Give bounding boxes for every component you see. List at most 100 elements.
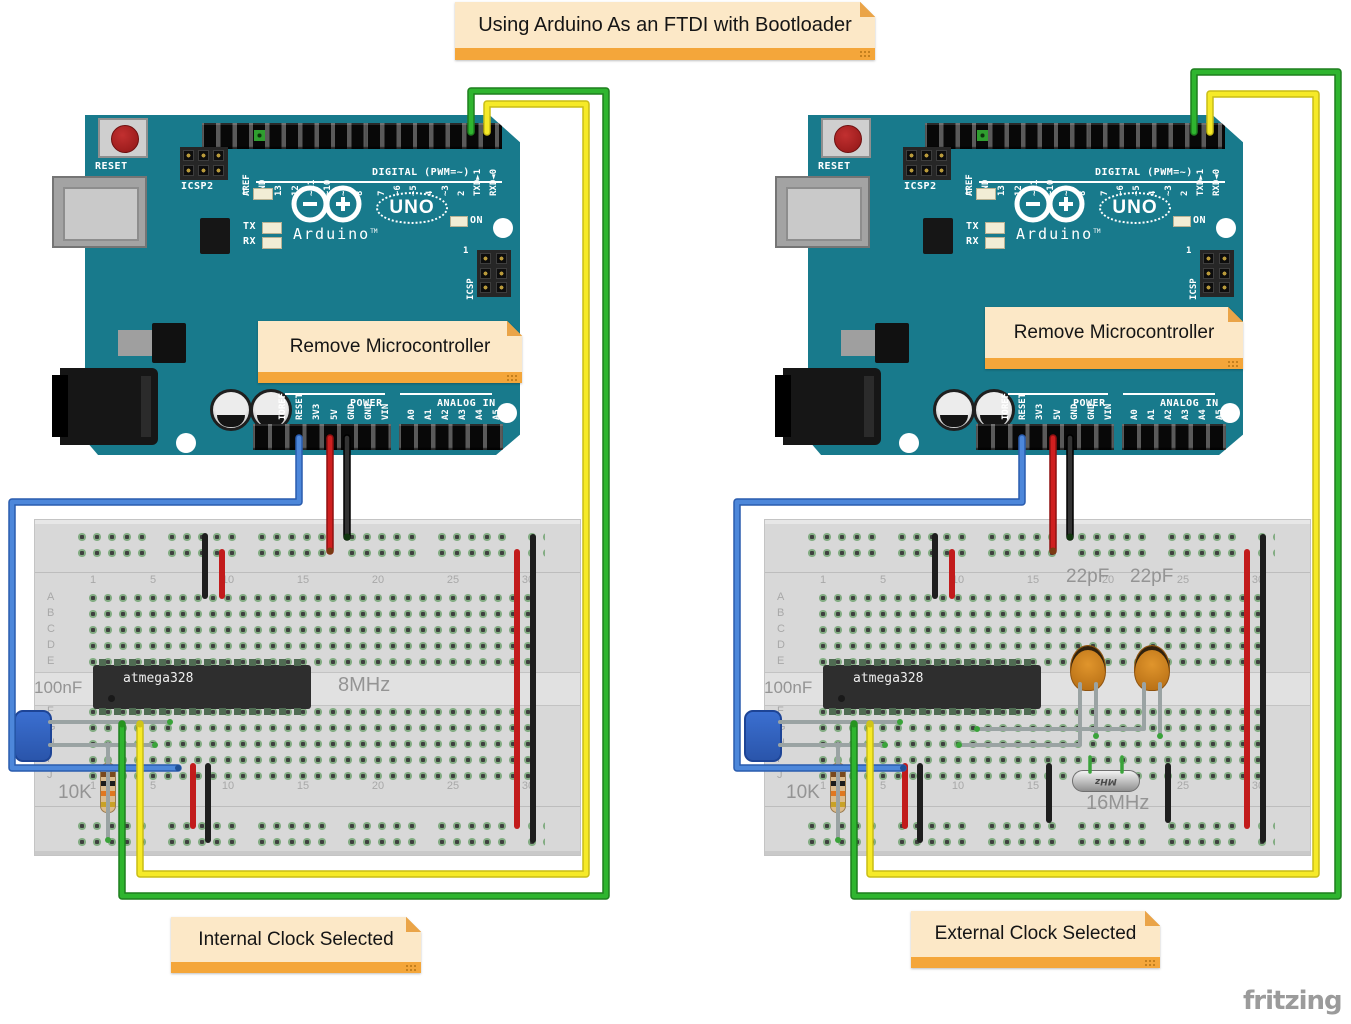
mounting-hole <box>176 433 196 453</box>
column-number: 5 <box>149 780 157 792</box>
reset-button[interactable] <box>821 118 871 158</box>
pin-label: ~3 <box>441 185 451 196</box>
icsp2-label: ICSP2 <box>181 181 214 192</box>
silkscreen-line <box>1008 393 1108 395</box>
silkscreen-line <box>979 181 1225 183</box>
led-l-label: L <box>242 187 249 198</box>
left-reset-wire-blue-core[interactable] <box>9 435 302 771</box>
pin-label: IOREF <box>1001 392 1011 420</box>
pin-label: 2 <box>1180 190 1190 196</box>
column-number: 25 <box>446 780 460 792</box>
reset-button[interactable] <box>98 118 148 158</box>
right-16mhz-crystal[interactable]: MHz <box>1072 770 1140 792</box>
usb-connector <box>52 176 147 248</box>
pin-label: VIN <box>1104 403 1115 420</box>
power-header[interactable] <box>253 424 391 450</box>
left-100nf-capacitor[interactable] <box>14 710 52 762</box>
note-fold <box>1145 911 1160 926</box>
power-header[interactable] <box>976 424 1114 450</box>
silkscreen-line <box>256 181 502 183</box>
external-clock-note[interactable]: External Clock Selected <box>911 911 1160 968</box>
digital-header-right[interactable] <box>366 123 502 149</box>
divider <box>765 572 1310 573</box>
note-text: Remove Microcontroller <box>1013 321 1215 343</box>
reset-label: RESET <box>818 161 851 172</box>
icsp2-header[interactable] <box>180 147 228 180</box>
column-number: 10 <box>221 780 235 792</box>
left-100nf-label: 100nF <box>34 678 83 697</box>
pin-label: 5V <box>329 409 340 420</box>
internal-clock-note[interactable]: Internal Clock Selected <box>171 917 421 973</box>
row-letter: E <box>777 655 785 667</box>
column-number: 1 <box>819 780 827 792</box>
icsp-pin1-label: 1 <box>1186 246 1192 256</box>
column-number: 15 <box>1026 574 1040 586</box>
led-rx <box>262 237 282 249</box>
column-number: 25 <box>446 574 460 586</box>
icsp2-header[interactable] <box>903 147 951 180</box>
right-remove-microcontroller-note[interactable]: Remove Microcontroller <box>985 307 1243 369</box>
fritzing-logo: fritzing <box>1243 986 1343 1016</box>
right-22pf-capacitor-a[interactable] <box>1070 645 1106 691</box>
digital-label: DIGITAL (PWM=~) <box>372 167 470 178</box>
usb-connector <box>775 176 870 248</box>
digital-header-right[interactable] <box>1089 123 1225 149</box>
brand-text: Arduino <box>1016 225 1094 243</box>
pin-label: 7 <box>377 190 387 196</box>
left-8mhz-label: 8MHz <box>338 674 391 696</box>
right-22pf-label-b: 22pF <box>1130 566 1174 587</box>
icsp-label: ICSP <box>466 278 476 300</box>
note-strip <box>455 48 875 60</box>
mounting-hole <box>1216 218 1236 238</box>
right-100nf-label: 100nF <box>764 678 813 697</box>
gnd-socket <box>254 130 265 141</box>
uno-badge: UNO <box>1099 192 1171 224</box>
right-tx-wire-green-core[interactable] <box>851 69 1341 899</box>
right-atmega328-chip[interactable]: atmega328 <box>823 659 1041 715</box>
icsp-label: ICSP <box>1189 278 1199 300</box>
left-rx-wire-yellow-core[interactable] <box>137 101 589 877</box>
chip-pin1-dot <box>108 695 115 702</box>
electrolytic-capacitor <box>210 389 252 431</box>
right-22pf-capacitor-b[interactable] <box>1134 645 1170 691</box>
pin-label: 3V3 <box>1035 403 1046 420</box>
note-fold <box>507 321 522 336</box>
pin-label: 3V3 <box>312 403 323 420</box>
led-l <box>253 188 273 200</box>
right-100nf-capacitor[interactable] <box>744 710 782 762</box>
power-jack <box>775 368 881 445</box>
voltage-regulator <box>875 323 909 363</box>
power-label: POWER <box>350 398 383 409</box>
digital-header-left[interactable] <box>925 123 1089 149</box>
title-note[interactable]: Using Arduino As an FTDI with Bootloader <box>455 2 875 60</box>
right-reset-wire-blue-core[interactable] <box>734 435 1025 771</box>
title-text: Using Arduino As an FTDI with Bootloader <box>478 13 852 36</box>
left-atmega328-chip[interactable]: atmega328 <box>93 659 311 715</box>
analog-header[interactable] <box>399 424 503 450</box>
icsp-header[interactable] <box>477 250 511 297</box>
mounting-hole <box>493 218 513 238</box>
pin-label: A1 <box>1147 409 1157 420</box>
column-number: 5 <box>149 574 157 586</box>
digital-header-left[interactable] <box>202 123 366 149</box>
digital-label: DIGITAL (PWM=~) <box>1095 167 1193 178</box>
right-22pf-leg[interactable] <box>957 682 1082 747</box>
reset-label: RESET <box>95 161 128 172</box>
pin-label: GND <box>346 403 357 420</box>
right-22pf-leg[interactable] <box>975 682 1146 731</box>
divider <box>35 806 580 807</box>
left-tx-wire-green-core[interactable] <box>119 88 609 899</box>
analog-header[interactable] <box>1122 424 1226 450</box>
chip-pin1-dot <box>838 695 845 702</box>
left-remove-microcontroller-note[interactable]: Remove Microcontroller <box>258 321 522 383</box>
note-fold <box>860 2 875 17</box>
column-number: 20 <box>371 574 385 586</box>
icsp-header[interactable] <box>1200 250 1234 297</box>
row-letter: F <box>777 705 784 717</box>
row-letter: J <box>777 769 783 781</box>
led-rx <box>985 237 1005 249</box>
divider <box>35 572 580 573</box>
right-rx-wire-yellow-core[interactable] <box>867 91 1319 877</box>
mounting-hole <box>497 403 517 423</box>
